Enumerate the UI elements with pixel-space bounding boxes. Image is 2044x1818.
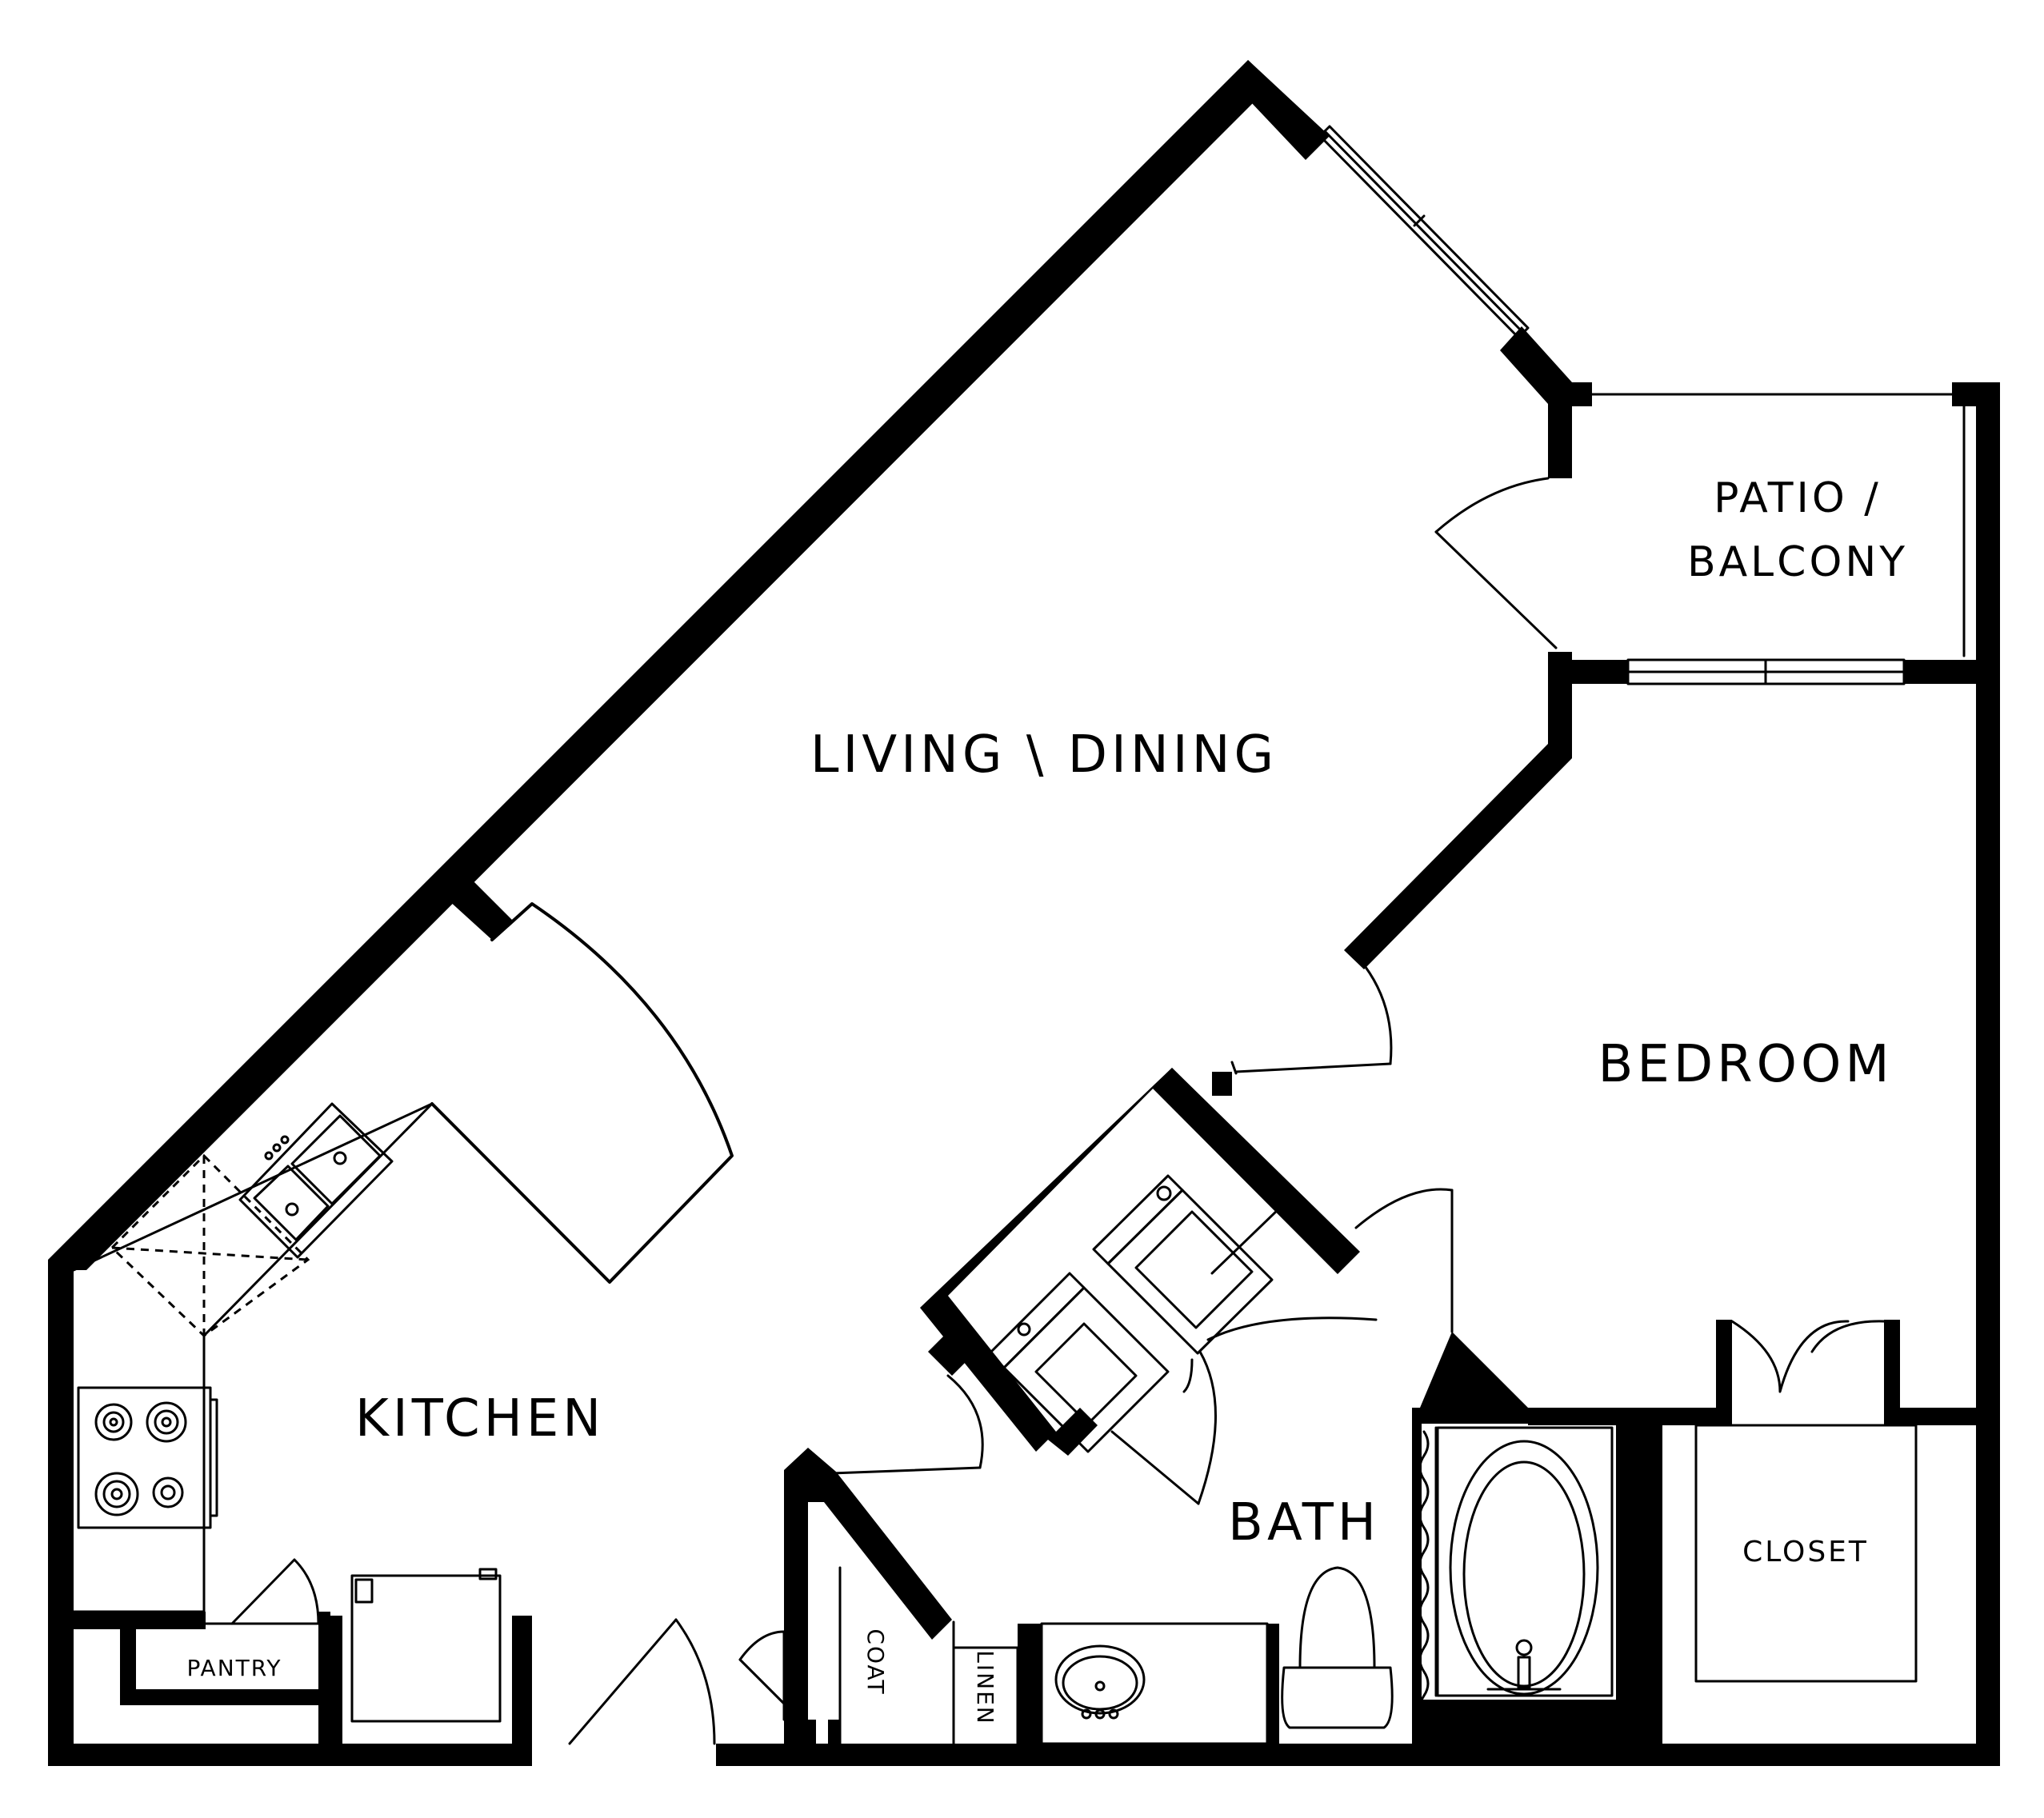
bath-bedroom-door-swing[interactable]	[1354, 1188, 1454, 1229]
label-closet: CLOSET	[1742, 1536, 1869, 1568]
patio-post-right	[1952, 382, 2000, 406]
bedroom-door-swing[interactable]	[1358, 958, 1393, 1065]
window-ne-split	[1413, 214, 1426, 227]
label-bedroom: BEDROOM	[1598, 1035, 1893, 1094]
vanity-wall-right	[1267, 1624, 1279, 1744]
closet-door-left[interactable]	[1730, 1320, 1850, 1393]
label-patio-line2: BALCONY	[1687, 538, 1908, 586]
entry-door-leaf[interactable]	[568, 1618, 678, 1745]
label-pantry: PANTRY	[186, 1655, 282, 1681]
windows	[1318, 125, 1906, 685]
closet-jamb-right	[1884, 1320, 1900, 1425]
shower-curtain[interactable]	[1418, 1430, 1430, 1721]
room-labels: PATIO / BALCONY LIVING \ DINING BEDROOM …	[186, 474, 1908, 1725]
tub-wall-left	[1412, 1408, 1422, 1744]
kitchen-wall-left-stub	[330, 1616, 342, 1744]
pantry-door[interactable]	[230, 1558, 320, 1625]
tub-wall-bottom	[1420, 1700, 1624, 1744]
closet-area	[1528, 1320, 1976, 1744]
entry-door-swing[interactable]	[674, 1618, 716, 1745]
entry-wall-stub	[448, 880, 512, 940]
laundry-door-right[interactable]	[1182, 1358, 1194, 1393]
label-kitchen: KITCHEN	[355, 1389, 605, 1448]
pantry-wall-right	[318, 1612, 330, 1744]
tub-wall-right	[1616, 1408, 1640, 1744]
patio-bedroom-wall-right	[1904, 660, 1976, 684]
bedroom-partition	[1230, 684, 1572, 1075]
bath-vanity[interactable]	[1040, 1622, 1269, 1745]
laundry-stub-left	[928, 1332, 972, 1376]
kitchen-range[interactable]	[77, 1386, 218, 1529]
bathtub[interactable]	[1436, 1426, 1614, 1697]
kitchen-area	[72, 1102, 716, 1745]
closet-shelf	[1694, 1424, 1918, 1683]
closet-jamb-left	[1716, 1320, 1732, 1425]
patio-door-swing[interactable]	[1434, 477, 1550, 533]
linen-wall-post	[1018, 1624, 1042, 1744]
closet-wall-divider	[1640, 1408, 1662, 1744]
wall-south-right	[716, 1744, 2000, 1766]
bedroom-door-threshold	[1230, 1061, 1238, 1075]
closet-wall-top-right	[1884, 1408, 1976, 1425]
label-bath: BATH	[1228, 1493, 1380, 1552]
label-living-dining: LIVING \ DINING	[810, 725, 1278, 785]
bath-area	[738, 1188, 1640, 1745]
laundry-shelf	[1210, 1206, 1282, 1275]
bath-door-leaf[interactable]	[1110, 1430, 1200, 1505]
coat-door-leaf[interactable]	[738, 1658, 802, 1721]
kitchen-counter-outline	[72, 1102, 434, 1613]
label-patio-line1: PATIO /	[1714, 474, 1882, 522]
bedroom-wall-diagonal	[1344, 684, 1572, 969]
pantry-wall-inner	[120, 1629, 136, 1705]
dishwasher[interactable]	[110, 1153, 310, 1337]
laundry-post	[1212, 1072, 1232, 1096]
exterior-walls	[48, 60, 2000, 1766]
wall-ne-upper	[1236, 60, 1330, 160]
kitchen-counter-edge	[202, 1102, 434, 1337]
bath-door-swing-upper[interactable]	[1206, 1317, 1378, 1341]
patio-bedroom-wall-left	[1548, 660, 1628, 684]
laundry-wall-top	[1152, 1068, 1360, 1274]
refrigerator[interactable]	[350, 1568, 502, 1723]
laundry-wall-outer	[920, 1068, 1228, 1456]
entry-notch	[430, 880, 734, 1284]
laundry-block	[920, 1068, 1360, 1469]
patio-door-leaf[interactable]	[1434, 530, 1558, 649]
window-ne	[1318, 125, 1530, 339]
tub-wall-top	[1420, 1332, 1528, 1424]
toilet[interactable]	[1281, 1566, 1394, 1729]
wall-west-vertical	[48, 1260, 74, 1764]
wall-south-left	[48, 1744, 532, 1766]
pantry-wall-bottom	[120, 1689, 322, 1705]
wall-diagonal-west	[48, 60, 1272, 1270]
patio-area	[1434, 382, 1976, 756]
washer[interactable]	[1092, 1174, 1274, 1355]
coat-wall-right	[828, 1720, 840, 1744]
coat-wall-bottom	[792, 1720, 816, 1744]
bath-door-arc[interactable]	[1197, 1350, 1217, 1505]
coat-door[interactable]	[738, 1630, 802, 1721]
kitchen-sink[interactable]	[238, 1102, 394, 1259]
bedroom-door-leaf[interactable]	[1234, 1062, 1392, 1073]
laundry-door-left[interactable]	[946, 1374, 984, 1469]
bath-wall-west	[784, 1448, 952, 1744]
fridge-wall-right	[512, 1616, 532, 1744]
dryer[interactable]	[988, 1272, 1170, 1453]
window-ne-mid	[1323, 130, 1525, 334]
label-linen: LINEN	[972, 1650, 998, 1724]
closet-door-right[interactable]	[1810, 1320, 1886, 1353]
label-coat: COAT	[862, 1628, 889, 1695]
pantry-wall-top	[74, 1612, 206, 1629]
closet-wall-top-left	[1528, 1408, 1732, 1425]
bath-corridor-line	[830, 1466, 982, 1475]
wall-east	[1976, 384, 2000, 1766]
patio-wall-upper	[1548, 382, 1572, 478]
entry-closet-bifold[interactable]	[430, 902, 734, 1284]
